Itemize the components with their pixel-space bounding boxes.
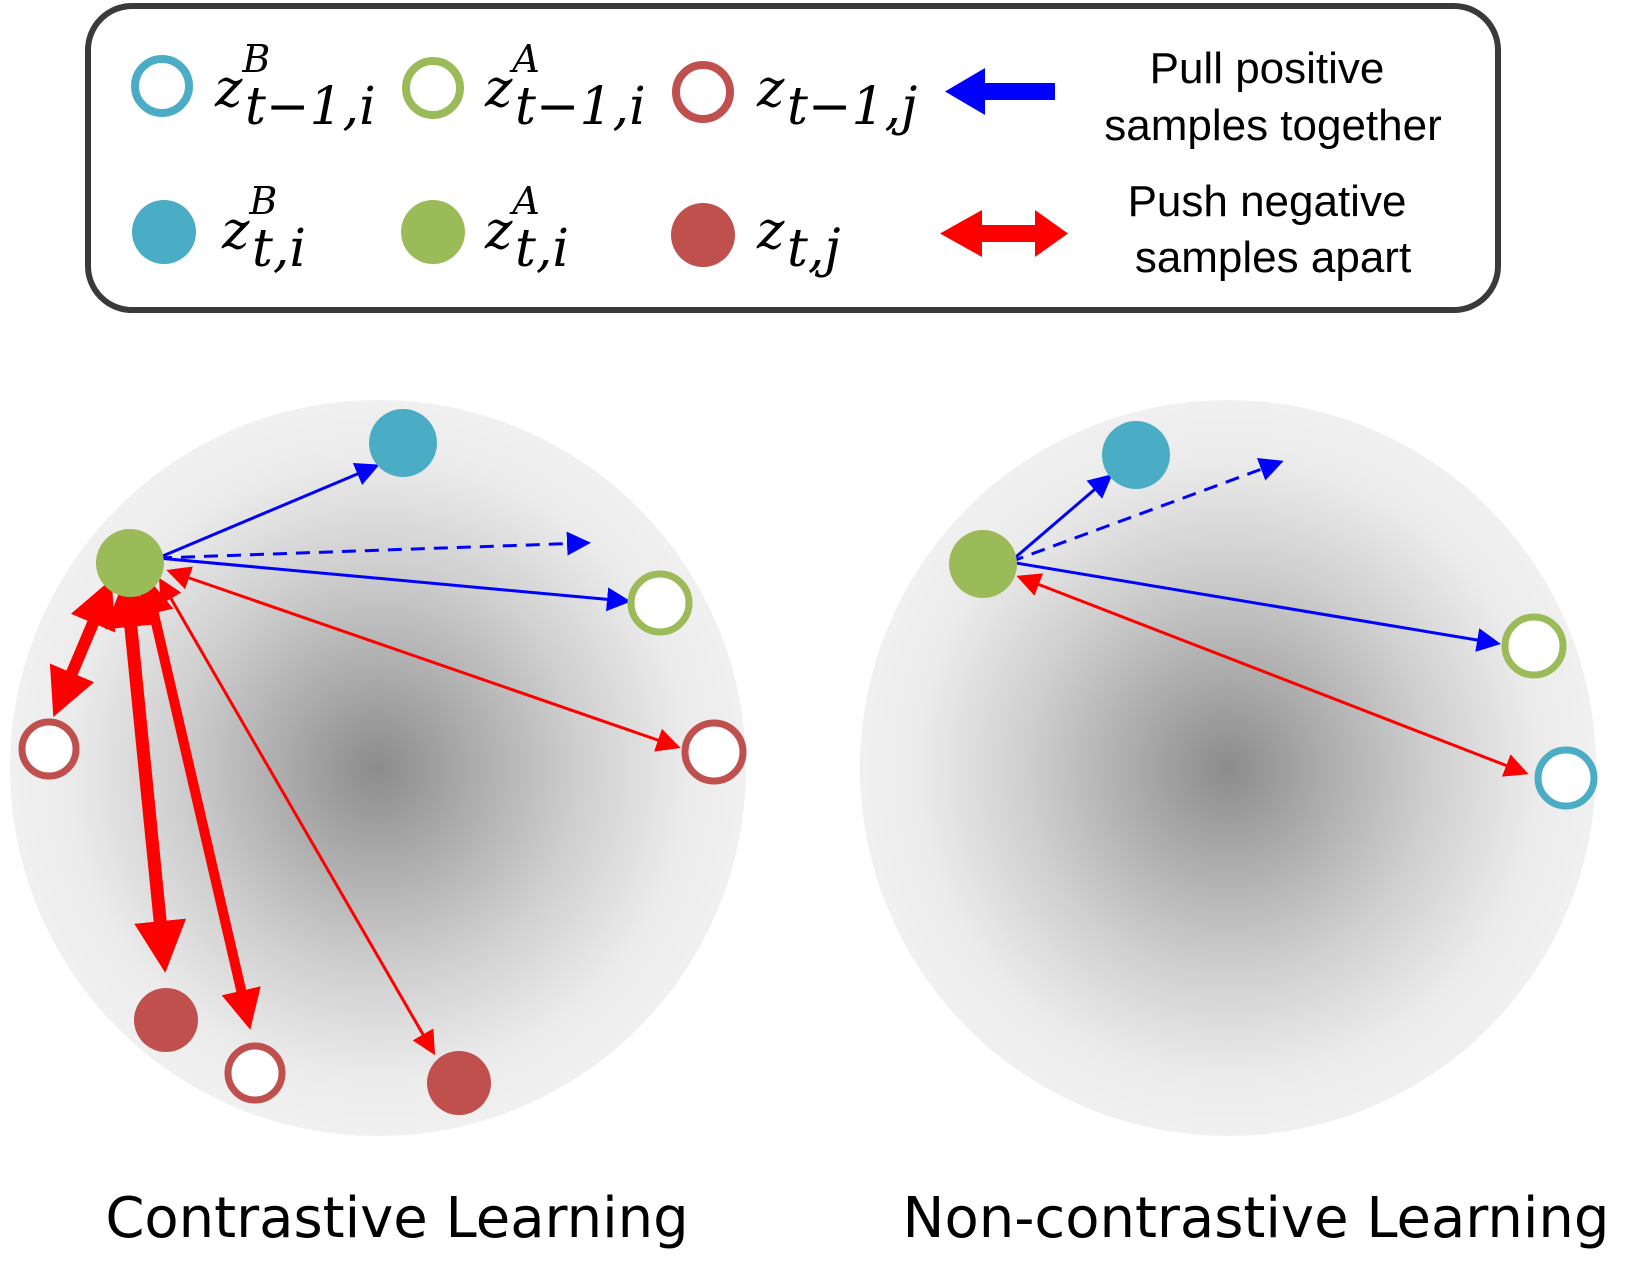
pull-arrow-dashed — [157, 531, 591, 560]
contrastive-z-cur-B — [369, 409, 437, 477]
push-arrow-thick-left-hollow — [49, 578, 116, 718]
noncontrastive-panel: Non-contrastive Learning — [860, 400, 1609, 1251]
noncontrastive-sphere — [860, 400, 1596, 1136]
push-arrow-thick-bottom-filled — [104, 575, 187, 973]
contrastive-caption: Contrastive Learning — [105, 1186, 688, 1251]
legend-push-text-line1: Push negative — [1128, 177, 1407, 226]
legend-marker-z-prev-B — [131, 55, 193, 117]
contrastive-z-prev-A — [627, 570, 693, 636]
nc-pull-arrow-to-z-cur-B — [1009, 474, 1113, 564]
legend-pull-text-line2: samples together — [1104, 101, 1442, 150]
noncontrastive-caption: Non-contrastive Learning — [903, 1186, 1610, 1251]
contrastive-panel: Contrastive Learning — [10, 400, 747, 1251]
contrastive-z-prev-j-left — [18, 718, 80, 780]
legend-pull-text-line1: Pull positive — [1150, 44, 1385, 93]
legend-marker-z-cur-j — [671, 203, 735, 267]
legend-push-text-line2: samples apart — [1135, 233, 1411, 282]
pull-arrow-to-z-cur-B — [157, 462, 380, 560]
legend-push-arrow — [940, 210, 1068, 257]
legend-pull-arrow — [945, 68, 1055, 115]
noncontrastive-z-cur-B — [1102, 421, 1170, 489]
legend-marker-z-prev-j — [672, 61, 734, 123]
contrastive-z-cur-A — [96, 529, 164, 597]
noncontrastive-z-cur-A — [949, 530, 1017, 598]
noncontrastive-z-prev-B — [1534, 746, 1598, 810]
legend-marker-z-cur-A — [401, 200, 465, 264]
contrastive-z-prev-j-right — [681, 719, 747, 785]
noncontrastive-z-prev-A — [1501, 613, 1567, 679]
contrastive-z-cur-j-bottom-left — [134, 988, 198, 1052]
legend-marker-z-cur-B — [132, 200, 196, 264]
legend-label-z-prev-j: zt−1,j — [756, 59, 917, 137]
nc-push-arrow-to-z-prev-B — [1016, 573, 1529, 777]
legend-label-z-cur-j: zt,j — [756, 201, 841, 279]
contrastive-sphere — [10, 400, 746, 1136]
nc-pull-arrow-dashed — [1009, 457, 1284, 564]
contrastive-z-cur-j-bottom-right — [427, 1051, 491, 1115]
contrastive-z-prev-j-bottom — [224, 1042, 286, 1104]
legend-marker-z-prev-A — [402, 57, 464, 119]
